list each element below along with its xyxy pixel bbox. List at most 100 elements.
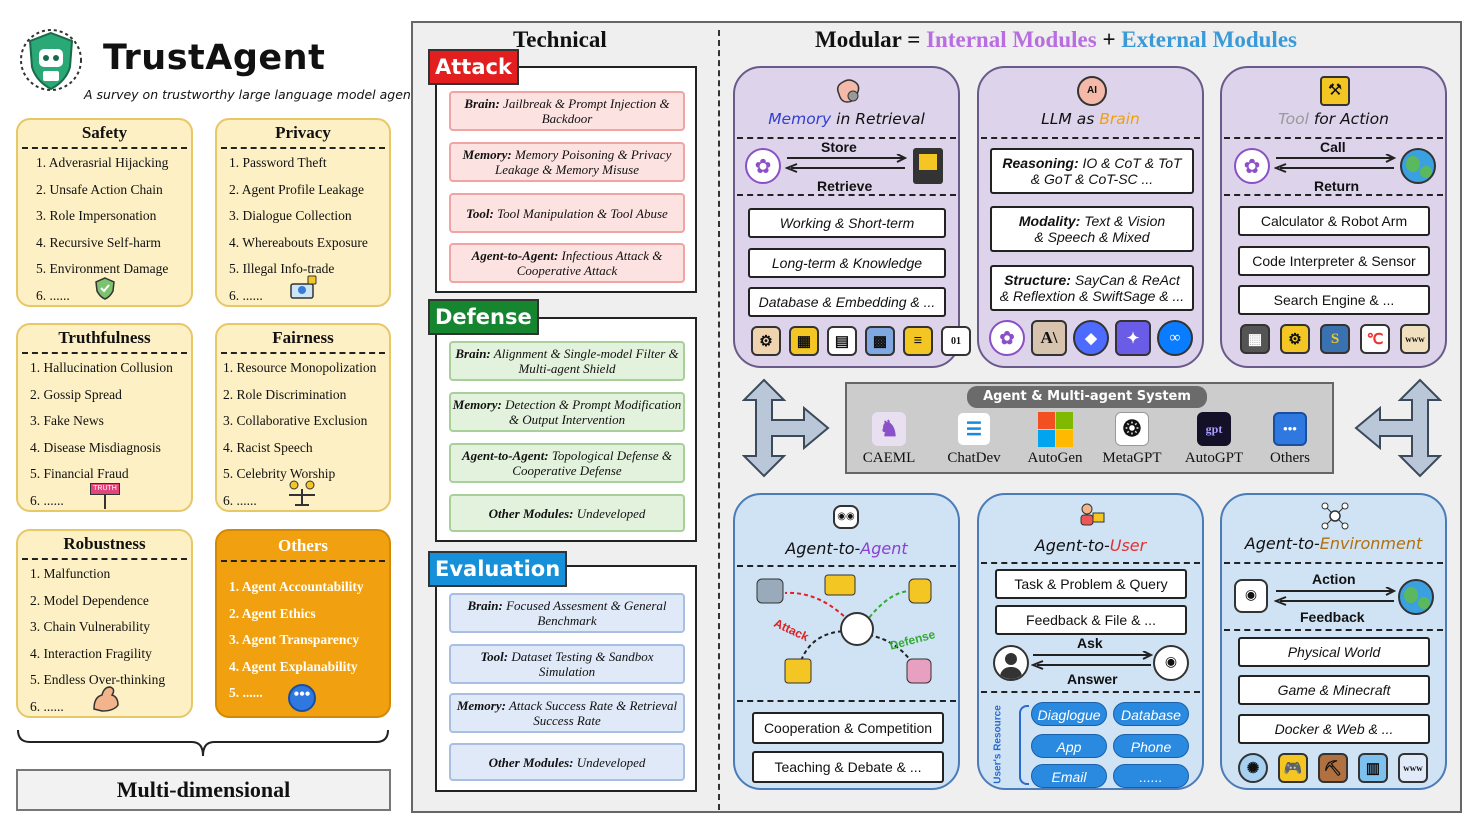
a2u-item: Feedback & File & ... xyxy=(995,605,1187,635)
memory-heading: Memory in Retrieval xyxy=(735,110,958,128)
modular-plus: + xyxy=(1102,27,1116,52)
list-item: 5. ...... xyxy=(229,685,263,700)
pill-key: Memory: xyxy=(452,397,502,412)
pill-text: Infectious Attack & Cooperative Attack xyxy=(516,248,663,278)
llm-module: AI LLM as Brain Reasoning: IO & CoT & To… xyxy=(977,66,1204,368)
pill-key: Brain: xyxy=(464,96,500,111)
a2a-item: Cooperation & Competition xyxy=(752,712,944,744)
others-item: ••• Others xyxy=(1251,412,1329,467)
list-item: 3. Agent Transparency xyxy=(229,632,360,647)
evaluation-tag: Evaluation xyxy=(428,551,568,587)
a2e-environment-word: Environment xyxy=(1319,534,1423,553)
action-feedback-arrow xyxy=(1274,587,1397,606)
environment-icon-row: ✺ 🎮 ⛏ ▥ www xyxy=(1238,753,1428,783)
list-item: 4. Whereabouts Exposure xyxy=(229,234,368,250)
list-item: 1. Resource Monopolization xyxy=(223,360,377,375)
pill-text: Alignment & Single-model Filter & Multi-… xyxy=(493,346,679,376)
divider xyxy=(22,352,187,354)
feedback-label: Feedback xyxy=(1300,609,1365,625)
truthfulness-title: Truthfulness xyxy=(58,328,151,347)
action-label: Action xyxy=(1312,571,1356,587)
pill-key: Agent-to-Agent: xyxy=(471,248,559,263)
app-title: TrustAgent xyxy=(103,38,326,78)
truth-sign-icon: TRUTH xyxy=(90,483,120,509)
resource-brace xyxy=(1019,705,1029,785)
block-line: & Reflextion & SwiftSage & ... xyxy=(999,288,1185,304)
list-item: 5. Celebrity Worship xyxy=(223,466,336,481)
anthropic-logo-icon: A\ xyxy=(1031,320,1067,356)
pill-key: Other Modules: xyxy=(488,754,574,770)
pill-text: Tool Manipulation & Tool Abuse xyxy=(497,205,668,221)
list-item: 1. Password Theft xyxy=(229,155,327,170)
tool-item: Calculator & Robot Arm xyxy=(1238,206,1430,236)
list-item: 3. Chain Vulnerability xyxy=(30,619,151,634)
left-double-arrow-icon xyxy=(742,378,830,478)
chatdev-item: ☰ ChatDev xyxy=(935,412,1013,467)
defense-frame: Brain: Alignment & Single-model Filter &… xyxy=(435,317,697,542)
a2a-agent-word: Agent xyxy=(860,539,908,558)
privacy-list: 1. Password Theft 2. Agent Profile Leaka… xyxy=(229,150,368,309)
others-box: Others 1. Agent Accountability 2. Agent … xyxy=(215,529,391,718)
pill-text: Jailbreak & Prompt Injection & Backdoor xyxy=(503,96,670,126)
divider xyxy=(22,558,187,560)
curly-brace xyxy=(17,729,389,757)
privacy-box: Privacy 1. Password Theft 2. Agent Profi… xyxy=(215,118,391,307)
pill-key: Agent-to-Agent: xyxy=(461,448,549,463)
block-key: Structure: xyxy=(1004,272,1071,288)
others-title: Others xyxy=(277,536,329,555)
a2u-user-word: User xyxy=(1109,536,1147,555)
pill-text: Attack Success Rate & Retrieval Success … xyxy=(508,698,678,728)
circuit-icon: ▩ xyxy=(865,326,895,356)
divider xyxy=(737,137,956,139)
multi-agent-system-title: Agent & Multi-agent System xyxy=(967,386,1207,408)
divider xyxy=(1224,137,1443,139)
divider xyxy=(981,562,1200,564)
brain-word: Brain xyxy=(1099,110,1140,128)
pill-key: Brain: xyxy=(455,346,491,361)
divider xyxy=(737,194,956,196)
truthfulness-list: 1. Hallucination Collusion 2. Gossip Spr… xyxy=(30,355,173,514)
tool-item: Code Interpreter & Sensor xyxy=(1238,246,1430,276)
call-label: Call xyxy=(1320,139,1346,155)
tool-word-2: for Action xyxy=(1313,110,1389,128)
a2u-heading: Agent-to-User xyxy=(979,536,1202,555)
trustagent-logo-icon xyxy=(20,27,82,93)
list-item: 2. Gossip Spread xyxy=(30,386,122,402)
memory-word-2: in Retrieval xyxy=(836,110,925,128)
system-label: AutoGPT xyxy=(1184,450,1244,466)
technical-title: Technical xyxy=(513,27,607,52)
resource-pill: Diaglogue xyxy=(1031,702,1107,726)
list-item: 1. Agent Accountability xyxy=(229,579,364,594)
meta-logo-icon: ∞ xyxy=(1157,320,1193,356)
agent-interaction-graph xyxy=(756,574,932,684)
store-label: Store xyxy=(821,139,857,155)
block-line: Text & Vision xyxy=(1084,213,1166,229)
chip-icon: ▦ xyxy=(789,326,819,356)
pill-text: Memory Poisoning & Privacy Leakage & Mem… xyxy=(494,147,672,177)
web-search-icon: www xyxy=(1400,324,1430,354)
list-item: 2. Model Dependence xyxy=(30,592,149,608)
tool-icon-row: ▦ ⚙ S ℃ www xyxy=(1240,324,1430,354)
llm-heading: LLM as Brain xyxy=(979,110,1202,128)
list-item: 4. Recursive Self-harm xyxy=(36,234,161,250)
pill-text: Focused Assesment & General Benchmark xyxy=(506,598,667,628)
robot-head-icon: ◉◉ xyxy=(833,505,859,529)
a2a-item: Teaching & Debate & ... xyxy=(752,751,944,783)
robot-avatar-icon: ◉ xyxy=(1153,645,1189,681)
divider xyxy=(737,700,956,702)
shield-hands-icon xyxy=(92,276,118,307)
chatdev-logo-icon: ☰ xyxy=(957,412,991,446)
reasoning-block: Reasoning: IO & CoT & ToT & GoT & CoT-SC… xyxy=(990,148,1194,194)
list-item: 2. Agent Ethics xyxy=(229,605,316,621)
divider xyxy=(981,137,1200,139)
list-item: 1. Malfunction xyxy=(30,566,111,581)
system-label: ChatDev xyxy=(947,450,1001,466)
right-double-arrow-icon xyxy=(1354,378,1442,478)
user-avatar-icon xyxy=(993,645,1029,681)
list-item: 5. Endless Over-thinking xyxy=(30,672,166,687)
resource-pill: Email xyxy=(1031,764,1107,788)
list-item: 4. Agent Explanability xyxy=(229,658,358,674)
evaluation-memory: Memory: Attack Success Rate & Retrieval … xyxy=(449,693,685,733)
a2e-item: Game & Minecraft xyxy=(1238,675,1430,705)
truthfulness-box: Truthfulness 1. Hallucination Collusion … xyxy=(16,323,193,512)
